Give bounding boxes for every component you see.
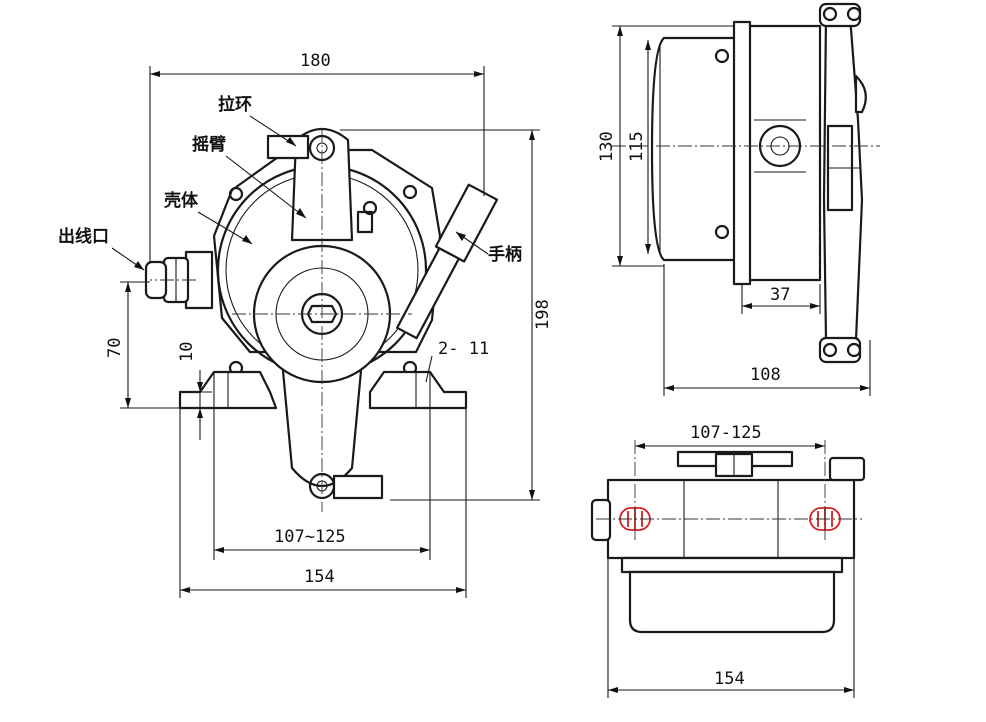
dim-front-foot-thickness: 10 — [177, 342, 197, 362]
front-view: 180 198 70 10 2- 11 107~125 — [58, 51, 553, 598]
label-cable-outlet: 出线口 — [58, 226, 109, 247]
dim-side-height-outer: 130 — [597, 131, 617, 162]
dim-front-mount-spacing: 107~125 — [274, 527, 346, 547]
dim-side-depth: 108 — [750, 365, 781, 385]
dim-front-width-top: 180 — [300, 51, 331, 71]
label-pull-ring: 拉环 — [218, 94, 252, 115]
dim-front-base-width: 154 — [304, 567, 335, 587]
side-view: 130 115 37 108 — [597, 2, 880, 396]
label-housing: 壳体 — [163, 190, 199, 211]
dim-bottom-mount-spacing: 107-125 — [690, 423, 762, 443]
dim-front-height-axis: 70 — [105, 338, 125, 358]
dim-front-height-total: 198 — [533, 299, 553, 330]
dim-side-height-inner: 115 — [627, 131, 647, 162]
dim-side-flange-offset: 37 — [770, 285, 790, 305]
label-rocker-arm: 摇臂 — [192, 134, 226, 155]
bottom-view: 107-125 154 — [590, 423, 866, 698]
dim-front-holes: 2- 11 — [438, 339, 489, 359]
label-handle: 手柄 — [488, 244, 522, 265]
dim-bottom-base-width: 154 — [714, 669, 745, 689]
